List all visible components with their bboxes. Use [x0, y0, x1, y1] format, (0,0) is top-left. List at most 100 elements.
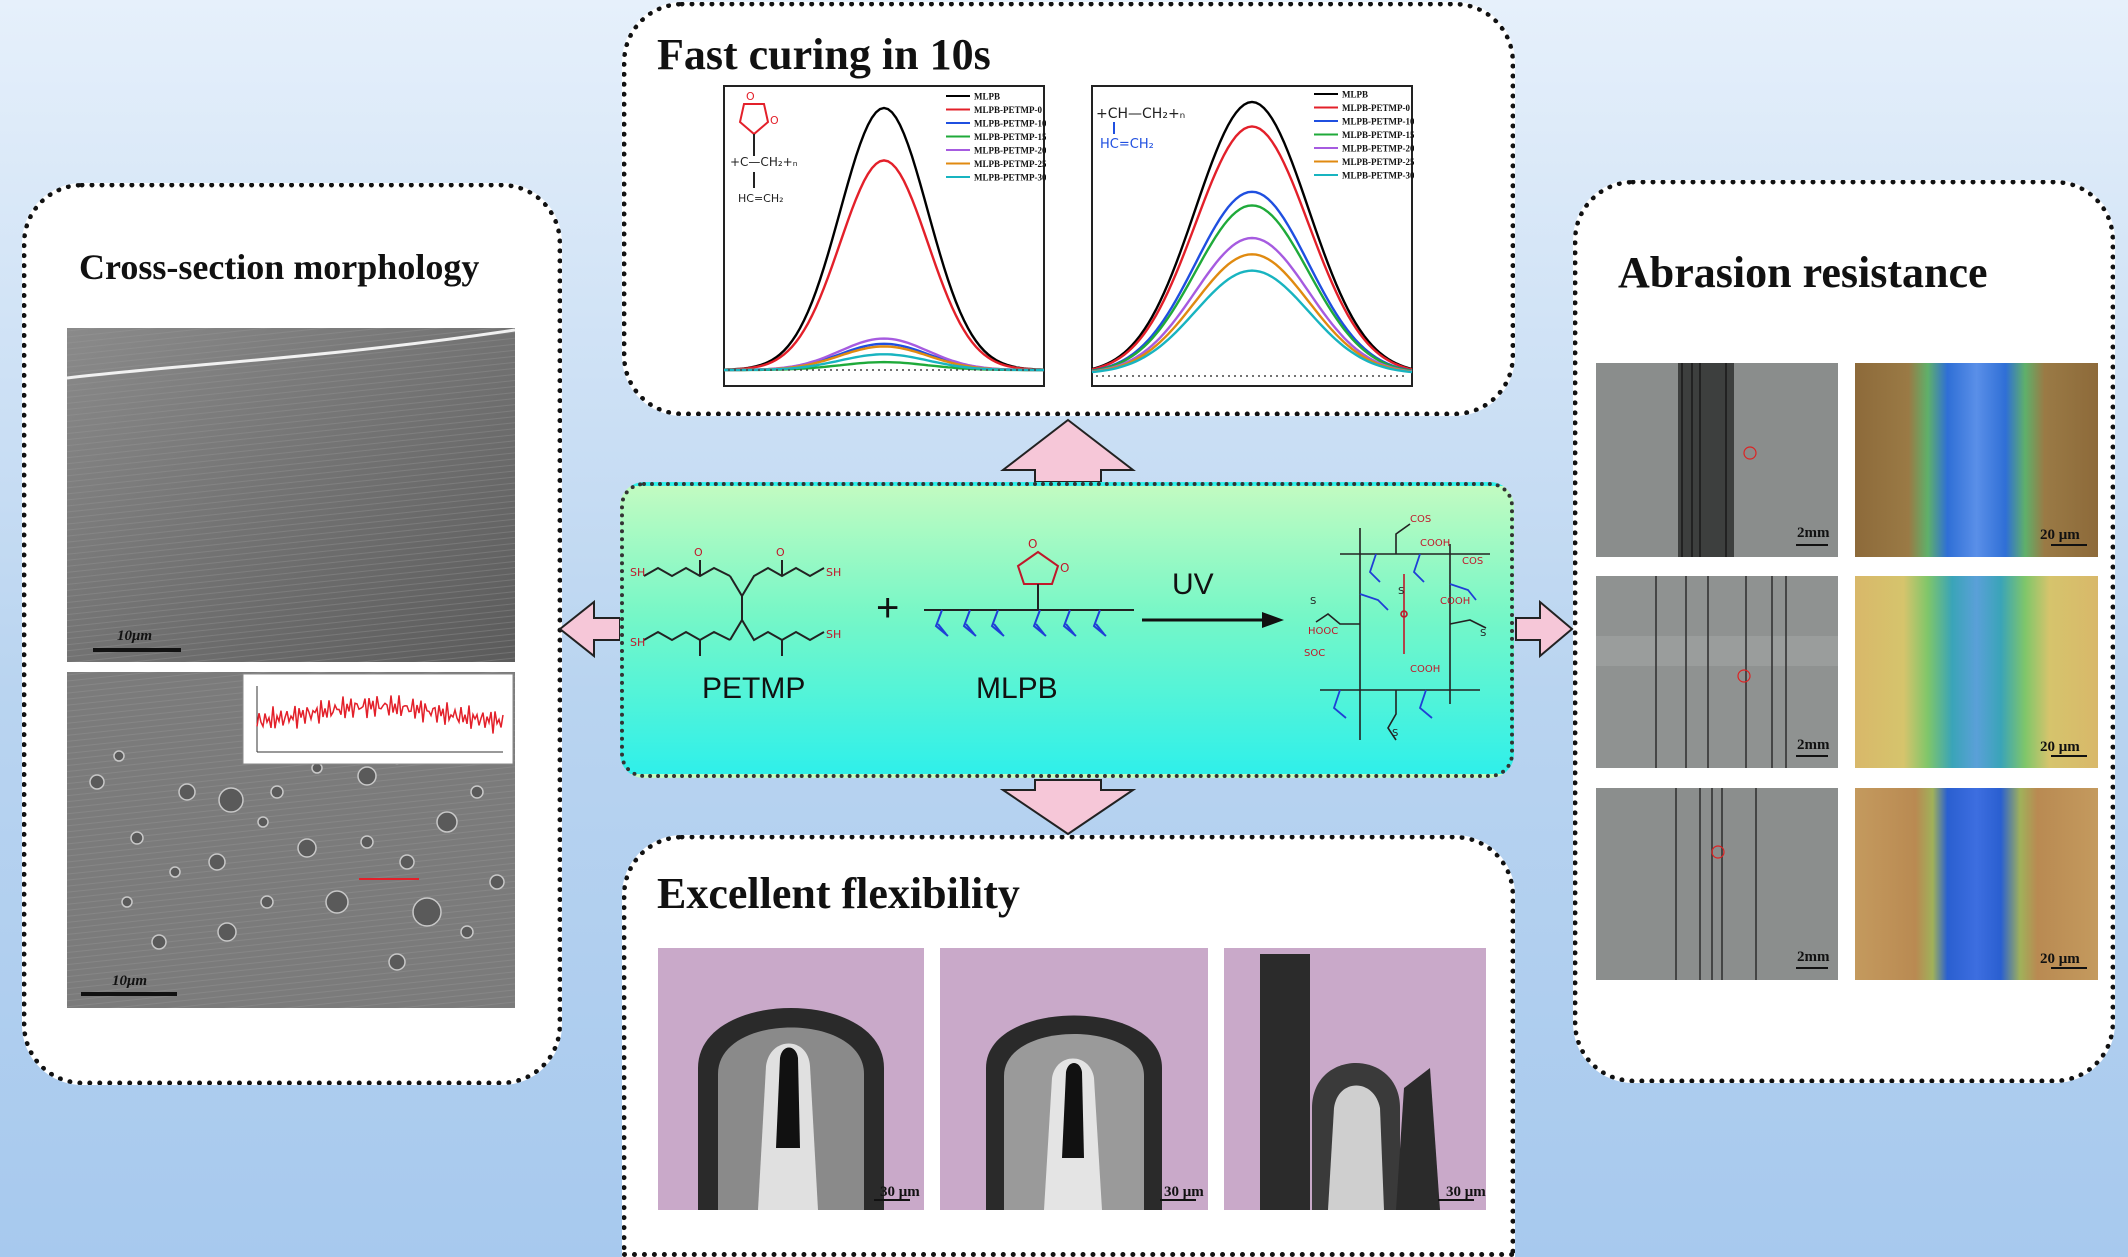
pore-2: [178, 783, 196, 801]
pore-1: [113, 750, 125, 762]
abr-right-scale-1: 20 μm: [2040, 527, 2080, 543]
flex-scale-1: 30 μm: [880, 1184, 920, 1200]
pore-16: [169, 866, 181, 878]
pore-18: [412, 897, 442, 927]
svg-text:SH: SH: [630, 636, 645, 649]
legend-label-6: MLPB-PETMP-30: [1342, 171, 1414, 181]
legend-label-5: MLPB-PETMP-25: [974, 159, 1046, 169]
pore-9: [297, 838, 317, 858]
svg-text:O: O: [746, 90, 755, 103]
abr-scale-1: 2mm: [1797, 525, 1830, 541]
legend-label-0: MLPB: [974, 92, 1000, 102]
abr-right-scale-3: 20 μm: [2040, 951, 2080, 967]
abrasion-title: Abrasion resistance: [1618, 248, 1988, 297]
pore-3: [218, 787, 244, 813]
pore-dots: [89, 750, 505, 971]
abrasion-optical-3: [1596, 788, 1838, 980]
svg-text:O: O: [776, 546, 785, 559]
pore-4: [270, 785, 284, 799]
svg-text:O: O: [1060, 561, 1069, 575]
legend-label-2: MLPB-PETMP-10: [1342, 117, 1414, 127]
pore-17: [325, 890, 349, 914]
arrow-down: [999, 779, 1137, 836]
svg-text:SOC: SOC: [1304, 648, 1325, 659]
petmp-label: PETMP: [702, 672, 806, 705]
abr-scale-2: 2mm: [1797, 737, 1830, 753]
svg-text:SH: SH: [630, 566, 645, 579]
chart-frame: [723, 85, 1045, 387]
uv-label: UV: [1172, 568, 1214, 601]
flex-image-3: [1224, 948, 1486, 1210]
pore-20: [151, 934, 167, 950]
network-product: COS COOH COS COOH HOOC SOC COOH S S S S: [1304, 514, 1490, 741]
pore-23: [388, 953, 406, 971]
abr-right-scale-2: 20 μm: [2040, 739, 2080, 755]
pore-22: [460, 925, 474, 939]
pore-25: [489, 874, 505, 890]
svg-text:O: O: [770, 114, 779, 127]
cross-section-title: Cross-section morphology: [79, 247, 480, 287]
fast-curing-title: Fast curing in 10s: [657, 30, 991, 79]
crack-line: [67, 328, 515, 380]
legend-label-6: MLPB-PETMP-30: [974, 173, 1046, 183]
mlpb-structure: OO: [924, 537, 1134, 637]
mlpb-label: MLPB: [976, 672, 1058, 705]
vinyl-structure: +CH—CH₂+ₙ HC=CH₂: [1096, 106, 1185, 152]
series-line-6: [724, 353, 1044, 372]
reaction-arrow: [1142, 612, 1284, 628]
svg-text:O: O: [694, 546, 703, 559]
pore-0: [89, 774, 105, 790]
abrasion-heightmap-3: [1855, 788, 2098, 980]
flex-scale-2: 30 μm: [1164, 1184, 1204, 1200]
chart-frame: [1091, 85, 1413, 387]
pore-15: [130, 831, 144, 845]
abrasion-optical-1: [1596, 363, 1838, 557]
pore-8: [257, 816, 269, 828]
series-line-1: [723, 159, 1045, 371]
series-line-4: [1091, 236, 1413, 373]
chart-anhydride-peak: O O +C—CH₂+ₙ HC=CH₂ MLPBMLPB-PETMP-0MLPB…: [723, 85, 1046, 387]
pore-14: [208, 853, 226, 871]
profile-inset: [242, 673, 514, 765]
svg-text:S: S: [1480, 628, 1486, 639]
abrasion-optical-2: [1596, 576, 1838, 768]
series-line-6: [1091, 269, 1413, 374]
plus-sign: +: [876, 586, 900, 630]
svg-text:SH: SH: [826, 628, 841, 641]
svg-text:+C—CH₂+ₙ: +C—CH₂+ₙ: [730, 155, 798, 169]
chart1-legend: MLPB MLPB-PETMP-0MLPB-PETMP-10MLPB-PETMP-…: [946, 92, 1046, 183]
svg-text:S: S: [1398, 586, 1404, 597]
arrow-right: [1515, 599, 1574, 659]
series-line-0: [723, 106, 1045, 371]
pore-11: [399, 854, 415, 870]
arrow-up: [1000, 418, 1136, 483]
pore-10: [360, 835, 374, 849]
svg-text:HOOC: HOOC: [1308, 626, 1338, 637]
anhydride-structure: O O +C—CH₂+ₙ HC=CH₂: [730, 90, 798, 205]
chart2-legend: MLPBMLPB-PETMP-0MLPB-PETMP-10MLPB-PETMP-…: [1314, 90, 1414, 181]
flex-image-1: [658, 948, 924, 1210]
svg-text:O: O: [1028, 537, 1037, 551]
pore-13: [470, 785, 484, 799]
legend-label-2: MLPB-PETMP-10: [974, 119, 1046, 129]
legend-label-3: MLPB-PETMP-15: [1342, 130, 1414, 140]
svg-text:HC=CH₂: HC=CH₂: [738, 192, 784, 205]
svg-text:COOH: COOH: [1440, 596, 1470, 607]
legend-label-1: MLPB-PETMP-0: [974, 105, 1042, 115]
svg-text:COS: COS: [1410, 514, 1431, 525]
svg-text:HC=CH₂: HC=CH₂: [1100, 137, 1154, 152]
chart-vinyl-peak: +CH—CH₂+ₙ HC=CH₂ MLPBMLPB-PETMP-0MLPB-PE…: [1091, 85, 1414, 387]
pore-6: [357, 766, 377, 786]
abr-scale-3: 2mm: [1797, 949, 1830, 965]
flex-image-2: [940, 948, 1208, 1210]
svg-text:+CH—CH₂+ₙ: +CH—CH₂+ₙ: [1096, 106, 1185, 122]
pore-12: [436, 811, 458, 833]
series-line-2: [1091, 190, 1413, 372]
flexibility-title: Excellent flexibility: [657, 869, 1020, 918]
flex-scale-3: 30 μm: [1446, 1184, 1486, 1200]
arrow-left: [558, 599, 621, 659]
legend-label-4: MLPB-PETMP-20: [1342, 144, 1414, 154]
legend-label-3: MLPB-PETMP-15: [974, 132, 1046, 142]
